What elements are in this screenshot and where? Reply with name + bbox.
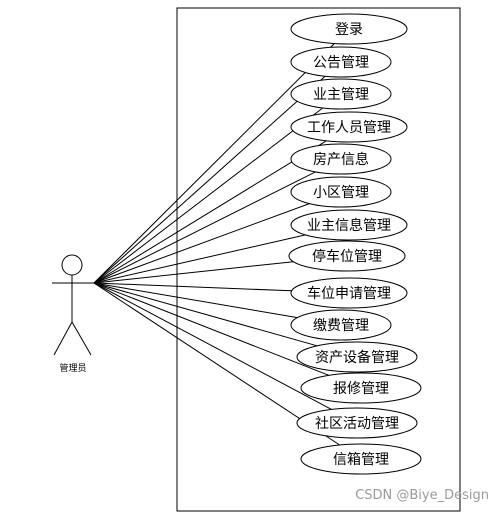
use-case-ellipse [290,209,408,241]
use-case: 业主管理 [290,78,392,110]
use-case-ellipse [290,176,392,208]
use-case-ellipse [290,143,392,175]
use-case-label: 车位申请管理 [307,285,391,302]
actor-right-leg [71,321,92,356]
use-case-ellipse [300,443,422,475]
association-line [93,282,329,376]
association-line [93,282,292,292]
use-case-label: 报修管理 [333,381,389,397]
use-case-ellipse [290,13,408,45]
use-case: 业主信息管理 [290,209,408,241]
actor-label: 管理员 [59,362,86,374]
use-case-label: 工作人员管理 [307,120,391,136]
actor-left-leg [53,321,73,356]
association-line [93,282,298,319]
use-case-label: 登录 [335,22,363,38]
use-case-ellipse [296,407,418,439]
association-line [93,43,335,284]
use-case-ellipse [290,111,408,143]
use-case-ellipse [290,277,408,309]
use-case-ellipse [290,46,392,78]
association-line [93,282,332,410]
use-case: 资产设备管理 [296,341,418,373]
use-case: 停车位管理 [288,240,406,272]
use-case: 报修管理 [300,372,422,404]
association-line [93,140,327,284]
use-case: 社区活动管理 [296,407,418,439]
use-case-ellipse [290,78,392,110]
use-case-ellipse [296,341,418,373]
association-line [93,203,310,284]
use-case-label: 房产信息 [313,151,369,168]
use-case-label: 资产设备管理 [315,349,399,366]
association-line [93,234,306,284]
use-case: 车位申请管理 [290,277,408,309]
system-boundary [176,7,461,512]
association-line [93,75,326,284]
use-case: 公告管理 [290,46,392,78]
use-case-ellipse [300,372,422,404]
use-case-label: 业主管理 [313,87,369,103]
actor-head [61,254,83,276]
association-line [93,107,324,284]
use-case: 缴费管理 [290,309,392,341]
association-lines [93,43,340,446]
use-case-label: 停车位管理 [312,248,382,265]
use-case-label: 社区活动管理 [315,416,399,432]
use-case: 小区管理 [290,176,392,208]
use-case-group: 登录公告管理业主管理工作人员管理房产信息小区管理业主信息管理停车位管理车位申请管… [288,13,422,475]
use-case: 信箱管理 [300,443,422,475]
use-case-label: 信箱管理 [333,452,389,468]
watermark: CSDN @Biye_Design [355,488,489,503]
association-line [93,282,340,446]
use-case: 登录 [290,13,408,45]
association-line [93,282,318,347]
association-line [93,261,294,284]
use-case-label: 公告管理 [313,55,369,71]
actor-figure [52,254,94,356]
use-case: 房产信息 [290,143,392,175]
use-case-label: 缴费管理 [313,318,369,334]
association-line [93,171,316,284]
use-case-label: 业主信息管理 [307,217,391,234]
use-case: 工作人员管理 [290,111,408,143]
use-case-ellipse [288,240,406,272]
use-case-ellipse [290,309,392,341]
use-case-label: 小区管理 [313,185,369,201]
